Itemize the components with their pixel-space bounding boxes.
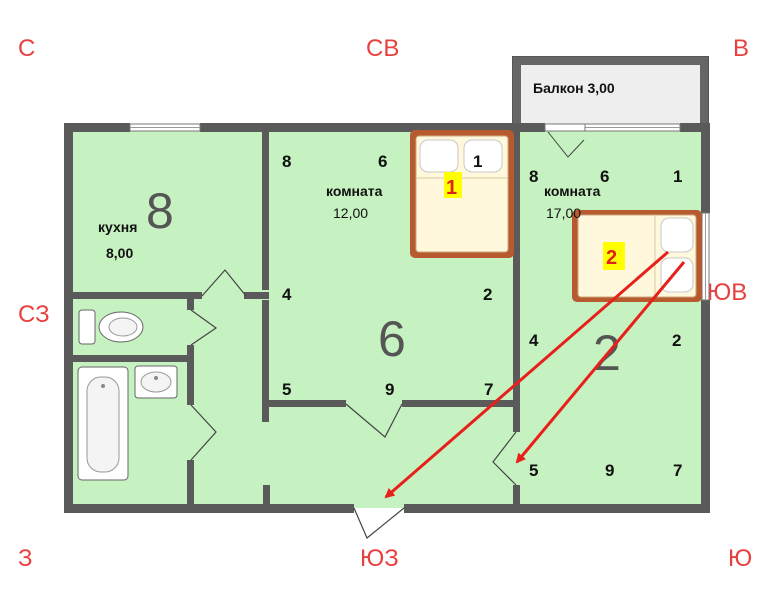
outer-walls bbox=[64, 123, 710, 513]
bed-label-bg bbox=[444, 172, 462, 198]
room1-mark-9: 9 bbox=[385, 380, 394, 399]
bed-icon bbox=[572, 210, 702, 302]
room1-mark-5: 5 bbox=[282, 380, 291, 399]
room1-mark-8: 8 bbox=[282, 152, 291, 171]
arrow-icon bbox=[384, 250, 669, 499]
door-icon bbox=[492, 431, 517, 486]
room1-mark-6: 6 bbox=[378, 152, 387, 171]
window-icon bbox=[129, 123, 201, 132]
room2-name: комната bbox=[544, 183, 601, 199]
door-icon bbox=[201, 269, 247, 297]
room1-mark-2: 2 bbox=[483, 285, 492, 304]
room2-mark-8: 8 bbox=[529, 167, 538, 186]
door-icon bbox=[544, 123, 586, 158]
bed-label-1: 1 bbox=[446, 177, 457, 199]
apartment-floor bbox=[72, 128, 704, 508]
room1-name: комната bbox=[326, 183, 383, 199]
compass-east: В bbox=[733, 35, 749, 62]
compass-southeast: ЮВ bbox=[707, 279, 747, 306]
bed-label-bg bbox=[603, 242, 625, 270]
bed-label-2: 2 bbox=[606, 247, 617, 269]
room2-mark-4: 4 bbox=[529, 331, 539, 350]
compass-northwest: СЗ bbox=[18, 301, 50, 328]
room2-mark-6: 6 bbox=[600, 167, 609, 186]
room2-area: 17,00 bbox=[546, 205, 581, 221]
room1-area: 12,00 bbox=[333, 205, 368, 221]
arrow-icon bbox=[515, 261, 686, 464]
door-icon bbox=[190, 404, 217, 461]
sink-icon bbox=[134, 365, 178, 399]
window-icon bbox=[584, 123, 681, 132]
room2-mark-9: 9 bbox=[605, 461, 614, 480]
compass-southwest: ЮЗ bbox=[360, 545, 399, 572]
room2-mark-5: 5 bbox=[529, 461, 538, 480]
interior-walls bbox=[72, 127, 520, 510]
room1-big-number: 6 bbox=[378, 311, 406, 367]
kitchen-name: кухня bbox=[98, 219, 137, 235]
door-icon bbox=[190, 309, 218, 346]
compass-south: Ю bbox=[728, 545, 752, 572]
window-icon bbox=[701, 212, 710, 301]
bathtub-icon bbox=[77, 366, 129, 481]
kitchen-big-number: 8 bbox=[146, 183, 174, 239]
entrance-door-icon bbox=[353, 507, 405, 539]
room2-mark-2: 2 bbox=[672, 331, 681, 350]
balcony-label: Балкон 3,00 bbox=[533, 80, 615, 96]
room1-mark-4: 4 bbox=[282, 285, 292, 304]
toilet-icon bbox=[78, 309, 144, 345]
door-icon bbox=[345, 403, 403, 438]
room1-mark-1: 1 bbox=[473, 152, 482, 171]
room1-mark-7: 7 bbox=[484, 380, 493, 399]
balcony: Балкон 3,00 bbox=[512, 56, 709, 128]
compass-north: С bbox=[18, 35, 35, 62]
compass-west: З bbox=[18, 545, 33, 572]
room2-mark-7: 7 bbox=[673, 461, 682, 480]
kitchen-area: 8,00 bbox=[106, 245, 133, 261]
room2-mark-1: 1 bbox=[673, 167, 682, 186]
compass-northeast: СВ bbox=[366, 35, 399, 62]
